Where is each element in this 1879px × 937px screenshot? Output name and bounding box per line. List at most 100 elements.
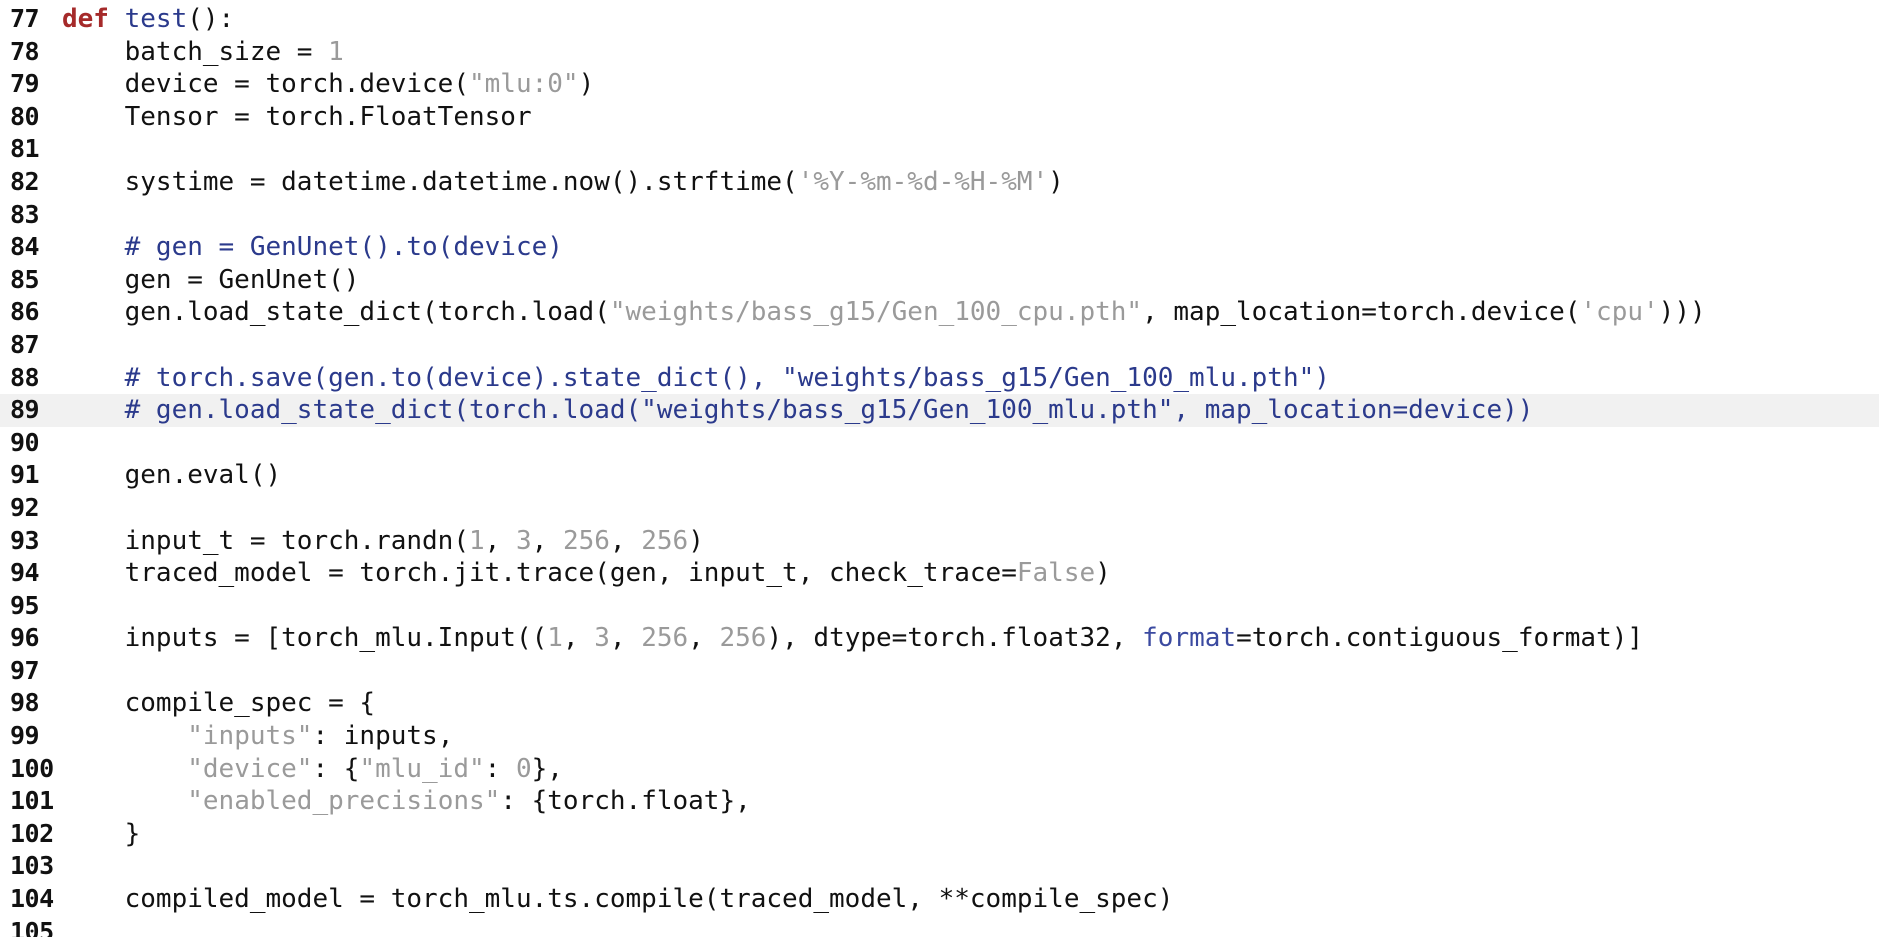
code-line[interactable]: 96 inputs = [torch_mlu.Input((1, 3, 256,… — [0, 622, 1879, 655]
line-number: 105 — [10, 916, 54, 937]
code-token: ) — [1048, 166, 1064, 197]
code-token: format — [1142, 623, 1237, 654]
line-number: 90 — [10, 427, 40, 457]
code-line[interactable]: 98 compile_spec = { — [0, 687, 1879, 720]
code-token: =torch.contiguous_format)] — [1236, 623, 1644, 654]
code-token: 256 — [641, 525, 689, 556]
line-number: 104 — [10, 884, 54, 914]
code-line[interactable]: 79 device = torch.device("mlu:0") — [0, 68, 1879, 101]
line-number: 102 — [10, 818, 54, 848]
code-line[interactable]: 77 def test(): — [0, 3, 1879, 36]
code-token: False — [1016, 558, 1096, 589]
code-line[interactable]: 95 — [0, 590, 1879, 623]
code-token: 3 — [594, 623, 610, 654]
code-token: compiled_model = torch_mlu.ts.compile(tr… — [62, 884, 1174, 915]
code-text[interactable]: def test(): — [54, 3, 234, 36]
code-line[interactable]: 87 — [0, 329, 1879, 362]
code-token: systime = datetime.datetime.now().strfti… — [62, 166, 798, 197]
code-text[interactable]: device = torch.device("mlu:0") — [54, 68, 595, 101]
code-line[interactable]: 91 gen.eval() — [0, 459, 1879, 492]
code-text[interactable]: gen.load_state_dict(torch.load("weights/… — [54, 296, 1706, 329]
code-token: "weights/bass_g15/Gen_100_cpu.pth" — [609, 297, 1143, 328]
code-text[interactable]: compile_spec = { — [54, 687, 375, 720]
code-line[interactable]: 92 — [0, 492, 1879, 525]
code-line[interactable]: 104 compiled_model = torch_mlu.ts.compil… — [0, 883, 1879, 916]
line-number: 101 — [10, 786, 54, 816]
line-number: 77 — [10, 4, 40, 33]
code-token: def — [62, 4, 109, 34]
code-token: , — [531, 525, 563, 556]
code-text[interactable]: systime = datetime.datetime.now().strfti… — [54, 166, 1064, 199]
line-number: 89 — [10, 395, 40, 425]
code-text[interactable]: gen = GenUnet() — [54, 264, 360, 297]
line-number: 93 — [10, 525, 40, 555]
code-token: "enabled_precisions" — [187, 786, 501, 817]
code-token: , — [562, 623, 595, 654]
code-token: }, — [531, 753, 563, 784]
code-line[interactable]: 85 gen = GenUnet() — [0, 264, 1879, 297]
code-line[interactable]: 99 "inputs": inputs, — [0, 720, 1879, 753]
line-number: 94 — [10, 558, 40, 588]
code-text[interactable]: traced_model = torch.jit.trace(gen, inpu… — [54, 557, 1111, 590]
code-line[interactable]: 93 input_t = torch.randn(1, 3, 256, 256) — [0, 525, 1879, 558]
code-line[interactable]: 103 — [0, 850, 1879, 883]
code-line[interactable]: 78 batch_size = 1 — [0, 36, 1879, 69]
code-line[interactable]: 105 — [0, 916, 1879, 937]
code-text[interactable]: # gen.load_state_dict(torch.load("weight… — [54, 394, 1534, 427]
code-line[interactable]: 80 Tensor = torch.FloatTensor — [0, 101, 1879, 134]
code-token: # torch.save(gen.to(device).state_dict()… — [62, 362, 1330, 393]
code-token: ), dtype=torch.float32, — [766, 623, 1143, 654]
code-line[interactable]: 102 } — [0, 818, 1879, 851]
code-token: , — [484, 525, 516, 556]
code-line[interactable]: 86 gen.load_state_dict(torch.load("weigh… — [0, 296, 1879, 329]
code-text[interactable]: gen.eval() — [54, 459, 282, 492]
code-token: 1 — [547, 623, 563, 654]
line-number: 79 — [10, 69, 40, 99]
code-token — [62, 754, 187, 784]
code-token: 1 — [328, 36, 344, 67]
code-text[interactable]: } — [54, 818, 141, 851]
code-line[interactable]: 82 systime = datetime.datetime.now().str… — [0, 166, 1879, 199]
code-line[interactable]: 97 — [0, 655, 1879, 688]
line-number: 82 — [10, 166, 40, 196]
code-line[interactable]: 83 — [0, 199, 1879, 232]
line-number: 78 — [10, 36, 40, 66]
line-number: 91 — [10, 460, 40, 490]
code-text[interactable]: # gen = GenUnet().to(device) — [54, 231, 563, 264]
code-token: 256 — [719, 623, 767, 654]
code-line[interactable]: 101 "enabled_precisions": {torch.float}, — [0, 785, 1879, 818]
code-text[interactable]: "device": {"mlu_id": 0}, — [54, 753, 563, 786]
code-token: } — [62, 818, 141, 849]
code-token: 0 — [515, 753, 532, 784]
code-token: ) — [578, 69, 595, 100]
code-token: # gen.load_state_dict(torch.load("weight… — [62, 395, 1534, 426]
code-text[interactable]: batch_size = 1 — [54, 36, 344, 69]
code-token: gen.load_state_dict(torch.load( — [62, 297, 610, 328]
code-line[interactable]: 94 traced_model = torch.jit.trace(gen, i… — [0, 557, 1879, 590]
code-token: "device" — [187, 753, 313, 784]
code-line[interactable]: 84 # gen = GenUnet().to(device) — [0, 231, 1879, 264]
code-line[interactable]: 88 # torch.save(gen.to(device).state_dic… — [0, 362, 1879, 395]
code-text[interactable]: "inputs": inputs, — [54, 720, 453, 753]
code-token: 256 — [562, 525, 610, 556]
code-token: test — [124, 4, 188, 34]
code-line[interactable]: 100 "device": {"mlu_id": 0}, — [0, 753, 1879, 786]
line-number: 81 — [10, 134, 40, 164]
code-text[interactable]: inputs = [torch_mlu.Input((1, 3, 256, 25… — [54, 622, 1643, 655]
code-text[interactable]: compiled_model = torch_mlu.ts.compile(tr… — [54, 883, 1174, 916]
code-token: : — [484, 753, 516, 784]
code-text[interactable]: "enabled_precisions": {torch.float}, — [54, 785, 751, 818]
line-number: 92 — [10, 492, 40, 522]
code-text[interactable]: input_t = torch.randn(1, 3, 256, 256) — [54, 525, 704, 558]
code-token — [62, 721, 187, 751]
code-token: compile_spec = { — [62, 688, 376, 719]
line-number: 88 — [10, 362, 40, 392]
line-number: 84 — [10, 232, 40, 262]
code-line[interactable]: 89 # gen.load_state_dict(torch.load("wei… — [0, 394, 1879, 427]
code-token: "mlu:0" — [469, 69, 579, 100]
code-line[interactable]: 90 — [0, 427, 1879, 460]
code-text[interactable]: # torch.save(gen.to(device).state_dict()… — [54, 362, 1330, 395]
code-line[interactable]: 81 — [0, 133, 1879, 166]
code-text[interactable]: Tensor = torch.FloatTensor — [54, 101, 532, 134]
